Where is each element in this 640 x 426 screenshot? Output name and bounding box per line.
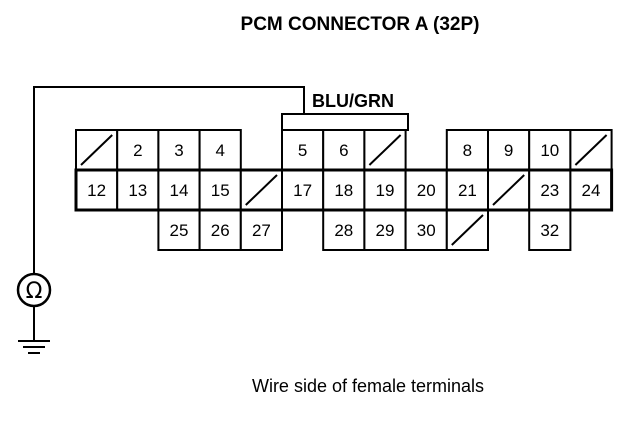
terminal-19: 19	[363, 169, 407, 211]
ohm-symbol: Ω	[26, 279, 43, 304]
terminal-number: 12	[87, 181, 106, 200]
diagram-title: PCM CONNECTOR A (32P)	[241, 14, 480, 35]
blank-terminal	[569, 129, 613, 171]
terminal-number: 29	[376, 221, 395, 240]
blank-terminal	[445, 209, 489, 251]
terminal-number: 5	[298, 141, 307, 160]
terminal-number: 2	[133, 141, 142, 160]
terminal-number: 17	[293, 181, 312, 200]
wire-color-label: BLU/GRN	[312, 91, 394, 111]
terminal-26: 26	[198, 209, 242, 251]
terminal-number: 27	[252, 221, 271, 240]
blank-terminal-slash	[245, 174, 278, 206]
terminal-13: 13	[116, 169, 160, 211]
terminal-20: 20	[404, 169, 448, 211]
blank-terminal	[239, 169, 284, 211]
terminal-23: 23	[528, 169, 572, 211]
terminal-5: 5	[281, 129, 325, 171]
blank-terminal-slash	[451, 214, 484, 246]
terminal-number: 8	[463, 141, 472, 160]
terminal-number: 19	[376, 181, 395, 200]
terminal-24: 24	[569, 169, 613, 211]
terminal-21: 21	[445, 169, 489, 211]
terminal-number: 3	[174, 141, 183, 160]
terminal-number: 26	[211, 221, 230, 240]
terminal-25: 25	[157, 209, 201, 251]
blank-terminal	[487, 169, 531, 211]
terminal-number: 4	[215, 141, 224, 160]
terminal-15: 15	[198, 169, 242, 211]
terminal-number: 24	[582, 181, 601, 200]
blank-terminal-slash	[574, 134, 608, 166]
terminal-number: 15	[211, 181, 230, 200]
ground-icon	[18, 306, 50, 354]
terminal-8: 8	[445, 129, 489, 171]
terminal-29: 29	[363, 209, 407, 251]
terminal-number: 32	[540, 221, 559, 240]
blank-terminal-slash	[492, 174, 525, 206]
terminal-30: 30	[404, 209, 448, 251]
terminal-18: 18	[322, 169, 366, 211]
terminal-number: 18	[334, 181, 353, 200]
terminal-number: 21	[458, 181, 477, 200]
terminal-12: 12	[75, 169, 119, 211]
terminal-2: 2	[116, 129, 160, 171]
blank-terminal	[363, 129, 407, 171]
terminal-number: 20	[417, 181, 436, 200]
terminal-10: 10	[528, 129, 572, 171]
diagram-caption: Wire side of female terminals	[252, 376, 484, 396]
terminal-number: 23	[540, 181, 559, 200]
terminal-number: 28	[334, 221, 353, 240]
terminal-number: 9	[504, 141, 513, 160]
terminal-6: 6	[322, 129, 366, 171]
terminal-number: 25	[170, 221, 189, 240]
blank-terminal-slash	[80, 134, 113, 166]
blank-terminal	[75, 129, 119, 171]
terminal-number: 14	[170, 181, 189, 200]
terminal-number: 10	[540, 141, 559, 160]
terminal-28: 28	[322, 209, 366, 251]
terminal-number: 13	[128, 181, 147, 200]
blank-terminal-slash	[368, 134, 402, 166]
probe-wire	[33, 86, 409, 274]
terminal-32: 32	[528, 209, 572, 251]
terminal-4: 4	[198, 129, 242, 171]
terminal-14: 14	[157, 169, 201, 211]
terminal-3: 3	[157, 129, 201, 171]
middle-row-outline	[74, 168, 614, 212]
ohmmeter-icon: Ω	[16, 272, 52, 308]
terminal-9: 9	[487, 129, 531, 171]
terminal-number: 6	[339, 141, 348, 160]
terminal-27: 27	[239, 209, 284, 251]
terminal-number: 30	[417, 221, 436, 240]
terminal-17: 17	[281, 169, 325, 211]
